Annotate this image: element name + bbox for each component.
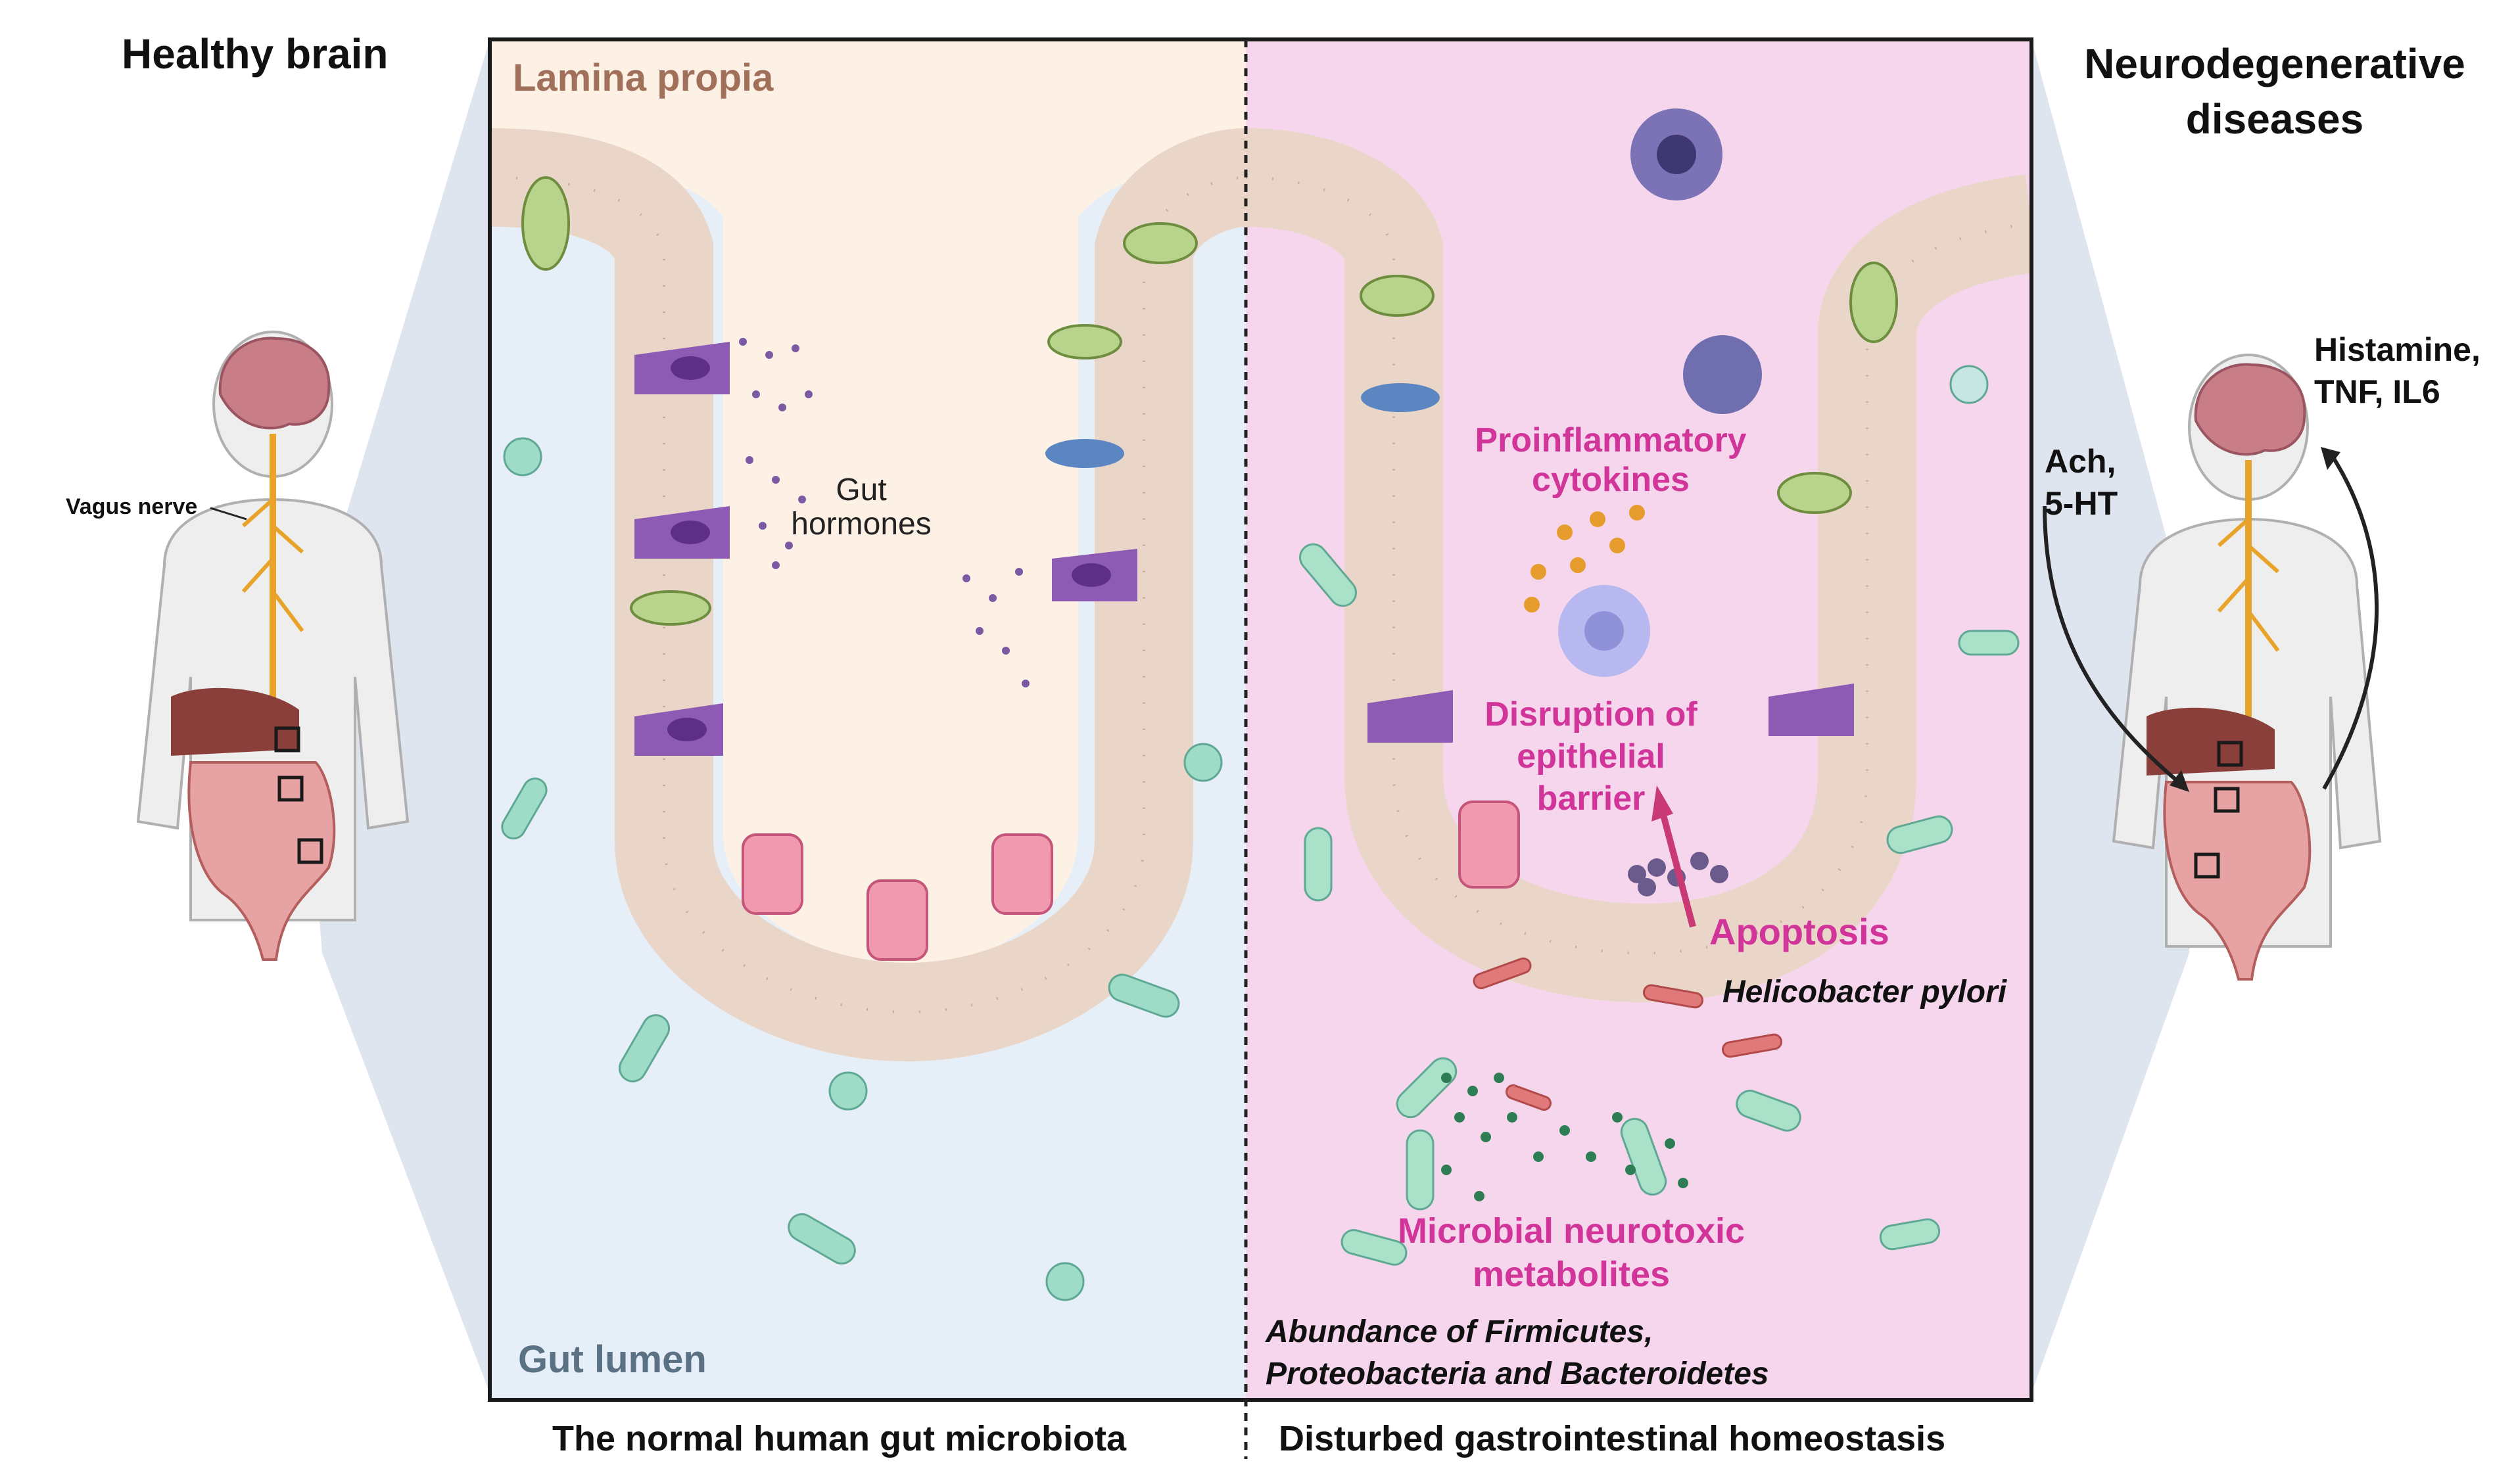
apoptosis-arrow [1660, 814, 1696, 928]
abundance-label: Abundance of Firmicutes, Proteobacteria … [1266, 1311, 1769, 1395]
histamine-label: Histamine, TNF, IL6 [2314, 329, 2480, 413]
apoptotic-cell-debris [1628, 852, 1728, 896]
tuft-cell [1045, 439, 1124, 468]
abundance-label-line2: Proteobacteria and Bacteroidetes [1266, 1356, 1769, 1391]
vagus-nerve-label: Vagus nerve [66, 494, 198, 519]
left-zoom-marker-3 [297, 838, 323, 864]
histamine-label-line2: TNF, IL6 [2314, 373, 2440, 410]
helicobacter-pylori-label: Helicobacter pylori [1722, 975, 2007, 1009]
enteroendocrine-cells [634, 342, 1137, 756]
neurotoxic-metabolites-label-line1: Microbial neurotoxic [1397, 1211, 1745, 1251]
right-zoom-marker-2 [2214, 787, 2240, 813]
healthy-liver [171, 687, 299, 756]
gut-hormones-label-line1: Gut [836, 473, 887, 507]
ach-label-line1: Ach, [2045, 443, 2116, 480]
right-zoom-trapezoid [2031, 39, 2202, 1393]
damaged-epithelium-cells [1360, 262, 1898, 889]
diseased-human-figure [2043, 354, 2382, 981]
healthy-brain [218, 336, 331, 430]
gut-hormones-label: Gut hormones [776, 473, 947, 542]
ach-label: Ach, 5-HT [2045, 440, 2118, 524]
healthy-gut-panel [490, 39, 1246, 1400]
abundance-label-line1: Abundance of Firmicutes, [1266, 1314, 1653, 1349]
ach-label-line2: 5-HT [2045, 485, 2118, 522]
apoptosis-label: Apoptosis [1709, 911, 1889, 952]
right-zoom-marker-1 [2217, 741, 2243, 767]
goblet-cells [521, 176, 1198, 626]
helicobacter-pylori-bacteria [1473, 957, 1782, 1111]
gut-to-brain-arrow [2322, 452, 2379, 790]
disruption-label-line2: epithelial [1517, 737, 1665, 776]
left-zoom-marker-2 [277, 776, 304, 802]
cytokine-particles [1524, 505, 1645, 613]
proinflammatory-cytokines-label-line1: Proinflammatory [1475, 421, 1747, 459]
histamine-label-line1: Histamine, [2314, 331, 2480, 368]
proinflammatory-cytokines-label: Proinflammatory cytokines [1453, 421, 1768, 499]
neurodegenerative-title-line1: Neurodegenerative [2084, 40, 2465, 87]
neurotoxic-metabolites-label: Microbial neurotoxic metabolites [1361, 1209, 1782, 1296]
right-zoom-marker-3 [2194, 852, 2220, 879]
immune-cells [1558, 108, 1762, 677]
lamina-propia-label: Lamina propia [513, 57, 774, 99]
disruption-label-line3: barrier [1536, 779, 1646, 818]
healthy-human-figure [136, 331, 410, 961]
gut-hormones-label-line2: hormones [791, 507, 932, 542]
diseased-brain [2194, 363, 2306, 456]
disruption-label-line1: Disruption of [1484, 695, 1697, 733]
neurodegenerative-title-line2: diseases [2185, 95, 2364, 143]
central-panel-border [488, 37, 2033, 1402]
commensal-bacteria [501, 437, 1223, 1301]
disturbed-gut-panel [1246, 39, 2031, 1400]
paneth-cells [742, 833, 1053, 961]
neurodegenerative-title: Neurodegenerative diseases [2058, 36, 2492, 147]
neurotoxic-metabolites-label-line2: metabolites [1472, 1255, 1671, 1294]
brain-to-gut-arrow [2043, 505, 2184, 787]
pathobiont-bacteria [1299, 365, 2020, 1266]
disturbed-caption: Disturbed gastrointestinal homeostasis [1279, 1419, 1946, 1458]
healthy-brain-title: Healthy brain [122, 30, 389, 78]
healthy-caption: The normal human gut microbiota [552, 1419, 1127, 1458]
gut-lumen-label: Gut lumen [518, 1338, 707, 1381]
healthy-intestine [187, 761, 336, 961]
diseased-intestine [2163, 781, 2312, 981]
neurotoxic-metabolite-particles [1441, 1073, 1688, 1201]
disruption-label: Disruption of epithelial barrier [1460, 693, 1722, 820]
left-zoom-marker-1 [274, 726, 300, 753]
proinflammatory-cytokines-label-line2: cytokines [1532, 461, 1690, 499]
gut-hormone-particles [739, 338, 1030, 687]
